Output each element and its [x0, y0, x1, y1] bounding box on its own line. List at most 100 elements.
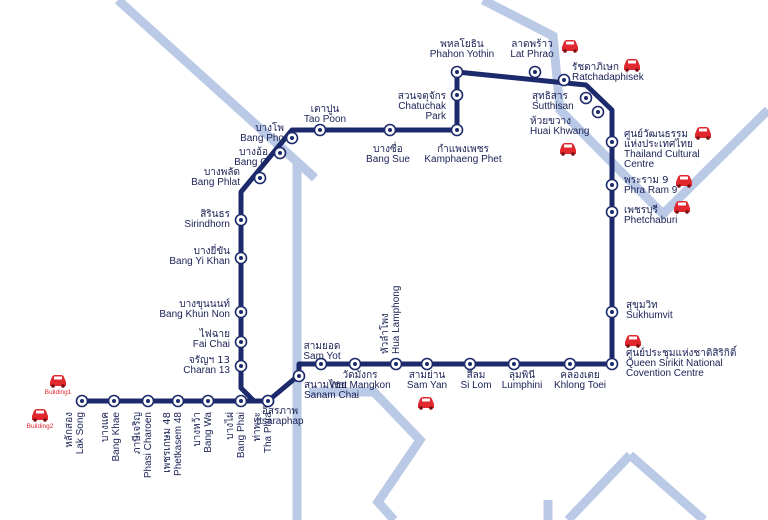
station-bang-wa[interactable]	[201, 394, 215, 408]
station-hua-lamphong[interactable]	[389, 357, 403, 371]
station-phasi-charoen[interactable]	[141, 394, 155, 408]
station-phetkasem-48[interactable]	[171, 394, 185, 408]
station-sukhumvit[interactable]	[605, 305, 619, 319]
station-name-en: Bang Khae	[111, 412, 122, 462]
station-dot	[610, 362, 614, 366]
station-lak-song[interactable]	[75, 394, 89, 408]
station-bang-khae[interactable]	[107, 394, 121, 408]
station-dot	[239, 310, 243, 314]
station-si-lom[interactable]	[463, 357, 477, 371]
station-name-th: ลุมพินี	[509, 369, 535, 381]
station-dot	[353, 362, 357, 366]
station-dot	[425, 362, 429, 366]
car-icon	[676, 175, 692, 188]
station-dot	[239, 364, 243, 368]
background-line	[480, 0, 768, 221]
station-dot	[455, 70, 459, 74]
station-ratchadaphisek[interactable]	[557, 73, 571, 87]
station-name-en: Bang O	[234, 157, 268, 168]
station-name-th: สนามไชย	[304, 379, 347, 391]
station-name-th: สิรินธร	[200, 209, 230, 220]
station-phra-ram-9[interactable]	[605, 178, 619, 192]
station-huai-khwang[interactable]	[591, 105, 605, 119]
station-bang-phai[interactable]	[234, 394, 248, 408]
station-bang-pho[interactable]	[285, 131, 299, 145]
station-dot	[394, 362, 398, 366]
station-sutthisan[interactable]	[579, 91, 593, 105]
station-kamphaeng-phet[interactable]	[450, 123, 464, 137]
station-lumphini[interactable]	[507, 357, 521, 371]
station-tao-poon[interactable]	[313, 123, 327, 137]
station-dot	[455, 93, 459, 97]
station-dot	[584, 96, 588, 100]
station-name-th: บางขุนนนท์	[179, 298, 230, 310]
station-name-en: Hua Lamphong	[391, 286, 402, 354]
station-name-en: Tao Poon	[304, 114, 346, 125]
car-icon	[418, 397, 434, 410]
station-dot	[239, 399, 243, 403]
station-dot	[512, 362, 516, 366]
station-dot	[206, 399, 210, 403]
station-qsncc[interactable]	[605, 357, 619, 371]
station-name-th: สามย่าน	[409, 370, 446, 381]
station-bang-phlat[interactable]	[253, 171, 267, 185]
station-name-en: Wat Mangkon	[329, 380, 390, 391]
station-name-en: Phra Ram 9	[624, 185, 678, 196]
station-bang-sue[interactable]	[383, 123, 397, 137]
station-bang-yi-khan[interactable]	[234, 251, 248, 265]
station-sanam-chai[interactable]	[292, 369, 306, 383]
station-bang-khun-non[interactable]	[234, 305, 248, 319]
station-label: บางไผ่Bang Phai	[224, 412, 247, 458]
building-label: Building2	[27, 423, 54, 430]
station-sirindhorn[interactable]	[234, 213, 248, 227]
station-lat-phrao[interactable]	[528, 65, 542, 79]
station-name-en: Fai Chai	[193, 339, 230, 350]
station-name-th: ไฟฉาย	[199, 328, 230, 340]
station-bang-o[interactable]	[273, 146, 287, 160]
station-thailand-cultural-centre[interactable]	[605, 135, 619, 149]
station-name-en: Phasi Charoen	[143, 412, 154, 478]
station-dot	[239, 340, 243, 344]
station-dot	[610, 183, 614, 187]
station-khlong-toei[interactable]	[563, 357, 577, 371]
station-name-th: ลาดพร้าว	[511, 38, 552, 50]
station-wat-mangkon[interactable]	[348, 357, 362, 371]
station-name-en: Lak Song	[75, 412, 86, 454]
station-dot	[239, 218, 243, 222]
station-name-th: บางไผ่	[224, 412, 236, 440]
station-itsaraphap[interactable]	[261, 394, 275, 408]
station-phetchaburi[interactable]	[605, 205, 619, 219]
station-chatuchak-park[interactable]	[450, 88, 464, 102]
station-name-th: สุขุมวิท	[626, 300, 658, 311]
station-name-th: เพชรเกษม 48	[162, 412, 173, 473]
station-name-en: Lumphini	[502, 380, 543, 391]
station-name-en: Phetchaburi	[624, 215, 677, 226]
station-sam-yan[interactable]	[420, 357, 434, 371]
station-fai-chai[interactable]	[234, 335, 248, 349]
station-name-en: Phetkasem 48	[173, 412, 184, 476]
station-phahon-yothin[interactable]	[450, 65, 464, 79]
station-dot	[455, 128, 459, 132]
station-sam-yot[interactable]	[314, 357, 328, 371]
station-name-th: สวนจตุจักร	[398, 91, 447, 102]
station-name-th: บางหว้า	[191, 412, 203, 447]
car-icon	[674, 201, 690, 214]
station-charan-13[interactable]	[234, 359, 248, 373]
station-name-th: คลองเตย	[560, 370, 599, 381]
car-icon	[695, 127, 711, 140]
